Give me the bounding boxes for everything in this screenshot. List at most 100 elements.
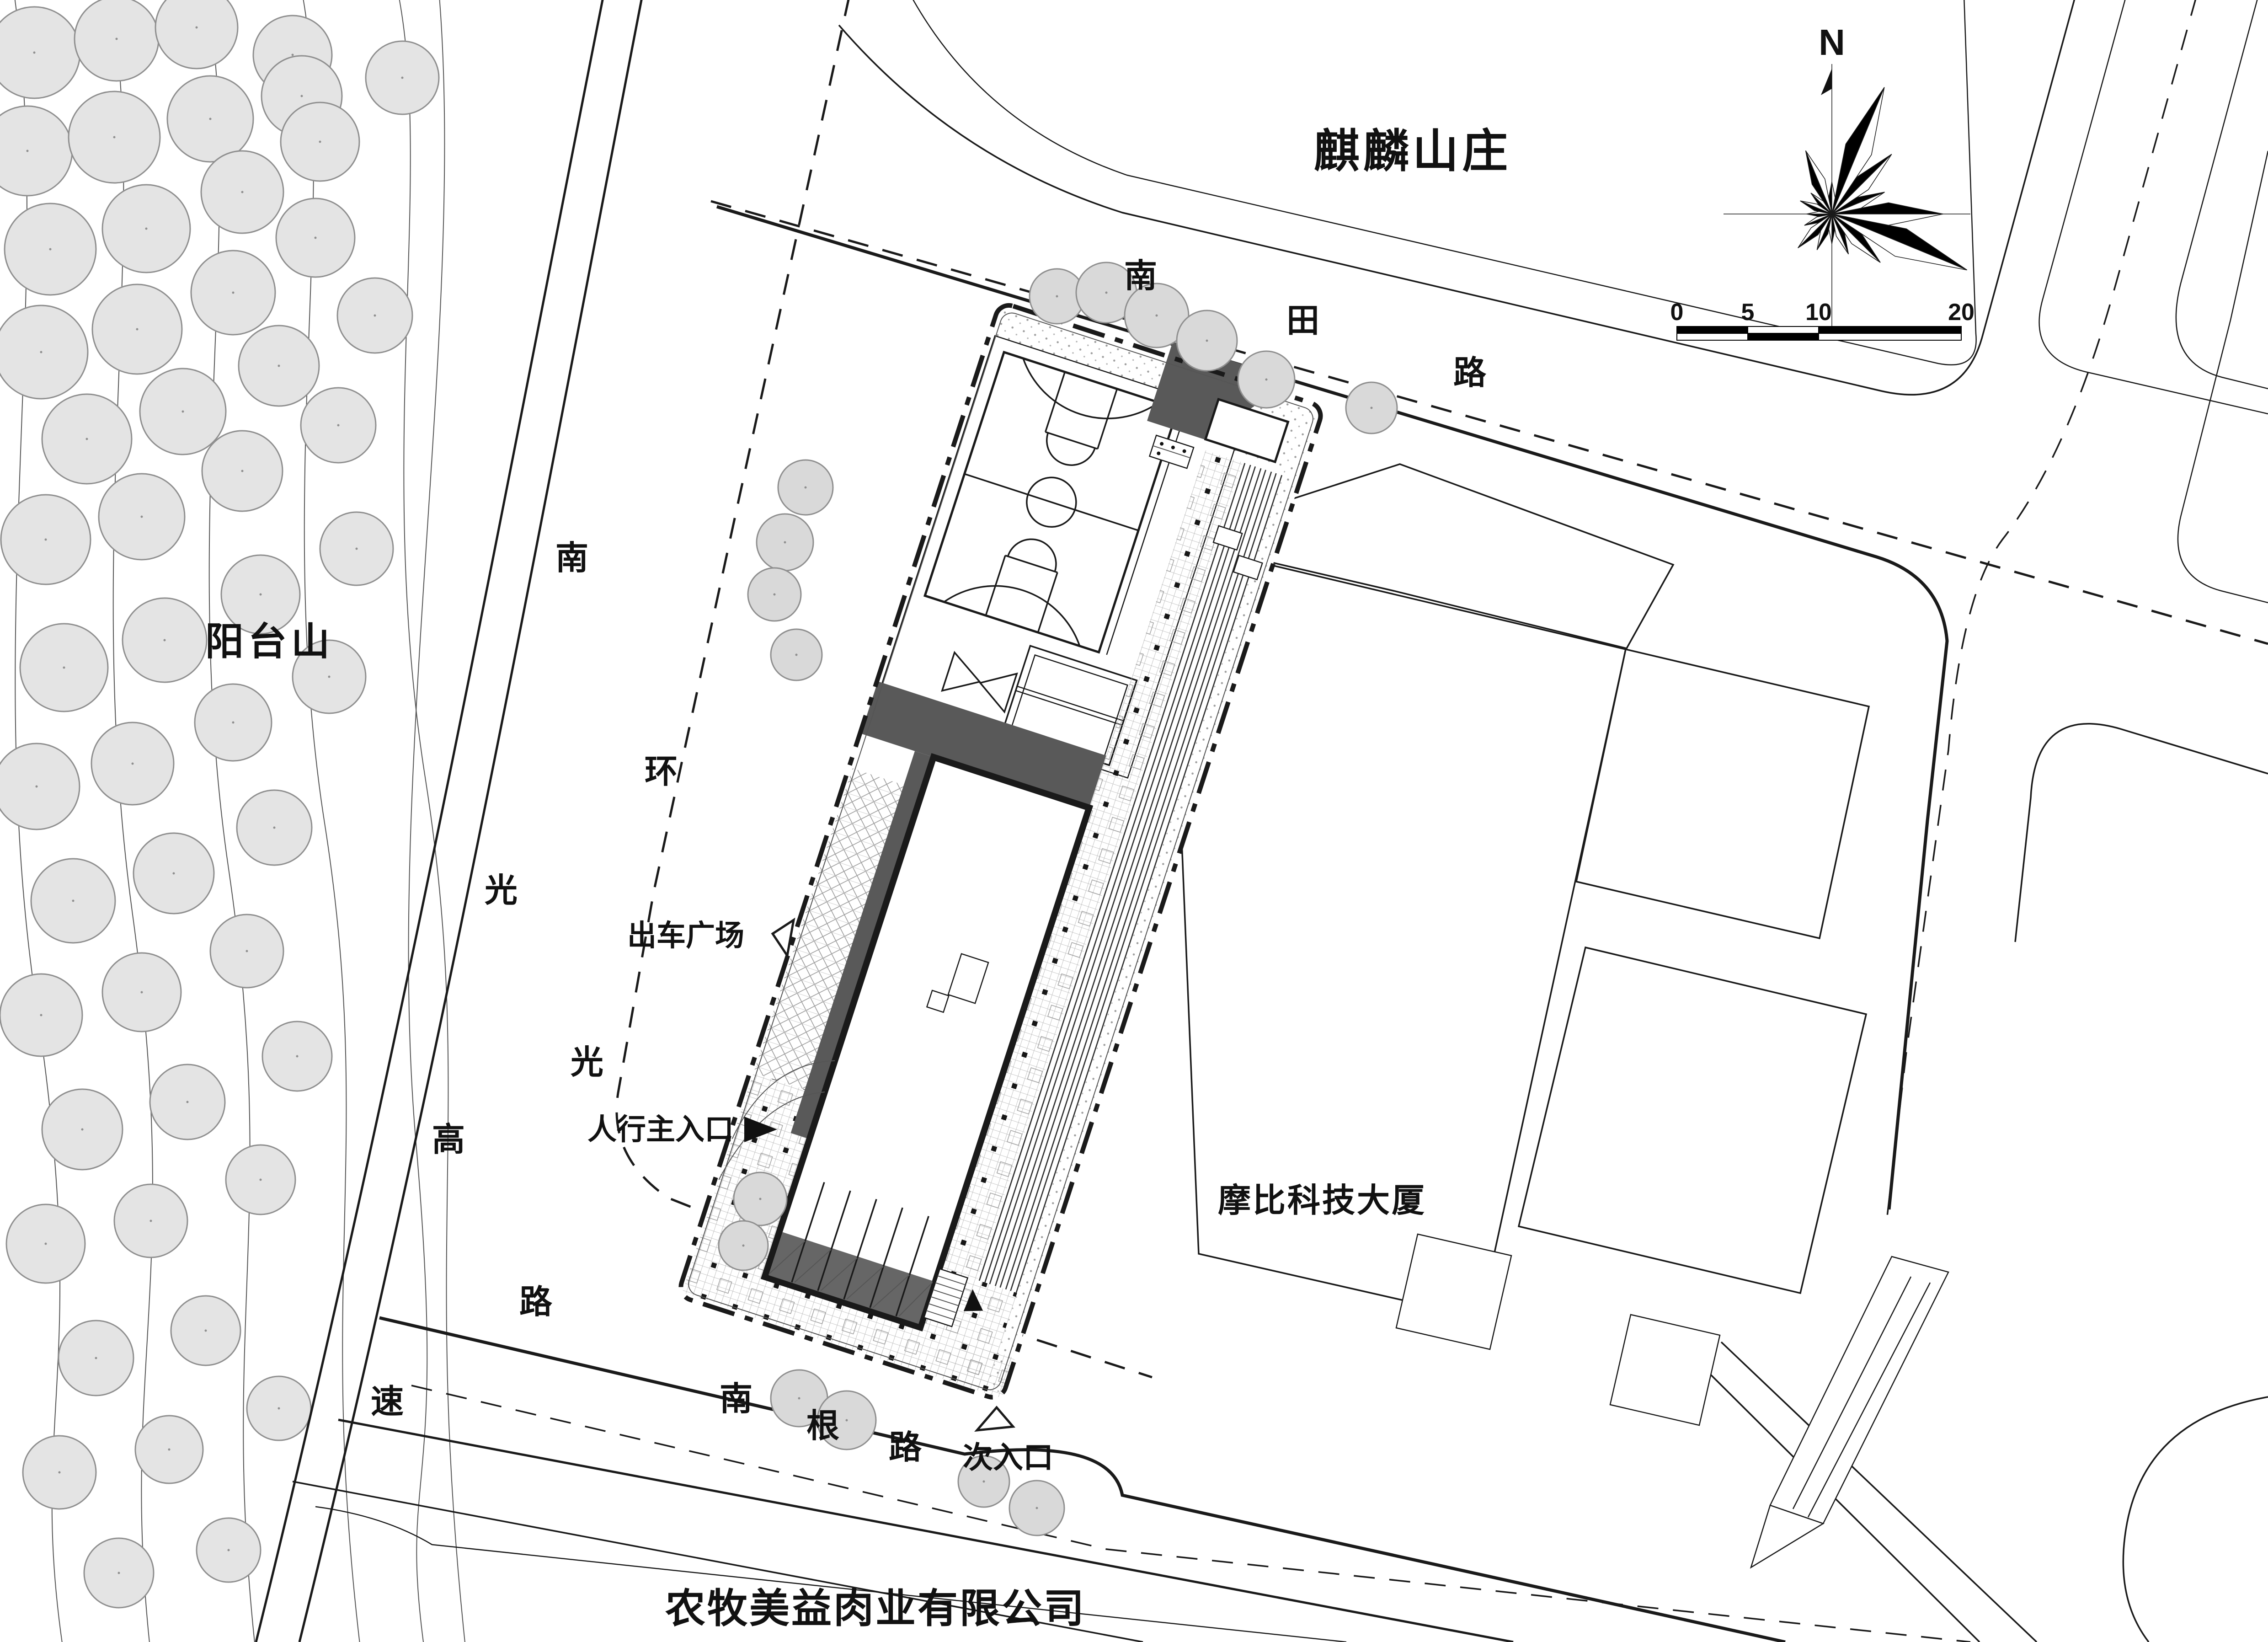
tree-center-dot xyxy=(277,364,280,367)
tree-center-dot xyxy=(795,653,798,656)
tree-center-dot xyxy=(113,136,116,139)
tree-center-dot xyxy=(245,950,248,952)
road-label-nangen: 南 根 路 xyxy=(720,1381,922,1466)
tree-center-dot xyxy=(195,26,198,29)
stairs-treads xyxy=(926,1275,966,1320)
road-char: 南 xyxy=(555,540,588,577)
tree-center-dot xyxy=(259,593,262,596)
tree-center-dot xyxy=(804,486,807,489)
tree-center-dot xyxy=(181,410,184,413)
tree-center-dot xyxy=(117,1572,120,1574)
road-south-edge xyxy=(338,1418,1514,1642)
building-block xyxy=(1575,648,1870,940)
wind-rose: N xyxy=(1724,22,1970,338)
tree-center-dot xyxy=(798,1397,800,1400)
company-block-edge xyxy=(315,1506,1347,1642)
road-north-edge xyxy=(379,1316,1786,1642)
scale-seg xyxy=(1676,326,1748,334)
tree xyxy=(0,6,81,99)
road-char: 速 xyxy=(371,1384,404,1420)
road-south-edge xyxy=(716,205,1949,1210)
expressway-nanguang xyxy=(255,0,643,1642)
tree-center-dot xyxy=(845,1419,848,1422)
site-trees xyxy=(718,262,1398,1536)
road-edge xyxy=(2177,150,2268,604)
site-boundary xyxy=(678,303,1323,1400)
tree-center-dot xyxy=(131,762,134,765)
road-char: 路 xyxy=(889,1429,922,1466)
planter xyxy=(1233,555,1263,581)
tree-center-dot xyxy=(186,1101,189,1103)
scale-tick: 5 xyxy=(1741,299,1755,326)
tree-center-dot xyxy=(241,191,244,193)
stairs-outline xyxy=(923,1268,969,1327)
planter xyxy=(1212,525,1243,551)
ramp-lines xyxy=(1792,1276,1931,1518)
east-walkway-columns xyxy=(920,450,1243,1340)
three-point-arc-top xyxy=(1022,358,1159,419)
road-nantian xyxy=(710,0,2268,1210)
scale-seg xyxy=(1818,326,1962,334)
north-label: N xyxy=(1819,22,1845,63)
tree-center-dot xyxy=(63,666,65,669)
tree-center-dot xyxy=(1370,406,1373,409)
tree-center-dot xyxy=(58,1471,61,1474)
main-entrance-callout: 人行主入口 xyxy=(587,1113,777,1146)
site xyxy=(677,302,1324,1401)
building-shadow-north xyxy=(861,681,1106,808)
tree-center-dot xyxy=(168,1448,171,1451)
mountain-trees xyxy=(0,0,440,1609)
building-shadow-west xyxy=(790,751,934,1139)
bench-dot xyxy=(1182,449,1186,453)
tree-center-dot xyxy=(1105,291,1108,294)
main-entrance-label: 人行主入口 xyxy=(587,1113,734,1146)
gate-shadow xyxy=(1147,342,1292,440)
tree-center-dot xyxy=(149,1219,152,1222)
villa-block-boundary xyxy=(913,0,1977,366)
road-edge xyxy=(298,0,643,1642)
canopy-diagonals xyxy=(768,1241,933,1317)
site-boundary-inner xyxy=(688,312,1313,1391)
mountain-edge-line xyxy=(408,0,445,1642)
secondary-entrance-callout: 次入口 xyxy=(963,1406,1053,1474)
bench-dot xyxy=(1160,442,1164,446)
tree-center-dot xyxy=(296,1055,299,1058)
exit-plaza-paving xyxy=(753,768,923,1096)
road-edge xyxy=(255,0,604,1642)
tower-label: 摩比科技大厦 xyxy=(1218,1182,1426,1219)
tree-center-dot xyxy=(277,1407,280,1410)
mountain-area xyxy=(0,0,465,1642)
canopy-bays xyxy=(791,1182,929,1316)
center-circle xyxy=(1026,476,1077,528)
court-center-line xyxy=(964,473,1139,531)
tree xyxy=(0,105,73,197)
road-char: 环 xyxy=(645,754,678,790)
road-south-edge-2 xyxy=(292,1481,1143,1642)
mobi-tech-complex xyxy=(1166,463,1949,1569)
road-char: 南 xyxy=(720,1381,752,1417)
tree-center-dot xyxy=(40,351,43,353)
tree-center-dot xyxy=(241,470,244,472)
bench-structure xyxy=(1148,434,1195,469)
tree-center-dot xyxy=(40,1014,43,1016)
three-point-arc-bottom xyxy=(943,585,1081,647)
road-branch-edge xyxy=(1720,1341,2038,1642)
tree-center-dot xyxy=(314,236,317,239)
tree-center-dot xyxy=(136,328,139,331)
bench-dot xyxy=(1171,445,1175,449)
stairs xyxy=(923,1268,969,1327)
net-lines xyxy=(1015,685,1124,726)
road-char: 南 xyxy=(1124,258,1157,294)
tree-center-dot xyxy=(26,150,29,152)
bench-dot xyxy=(1157,451,1161,455)
tree-center-dot xyxy=(259,1178,262,1181)
basketball-court xyxy=(923,351,1186,655)
road-centerline-huanguang xyxy=(615,0,1153,1379)
road-crossing-east xyxy=(1886,0,2268,1217)
secondary-entrance-flow-arrow xyxy=(963,1289,983,1311)
road-char: 光 xyxy=(485,872,518,909)
tree xyxy=(74,0,160,82)
road-char: 根 xyxy=(806,1408,839,1444)
gatehouse xyxy=(1204,398,1290,464)
road-edge xyxy=(2175,0,2268,390)
